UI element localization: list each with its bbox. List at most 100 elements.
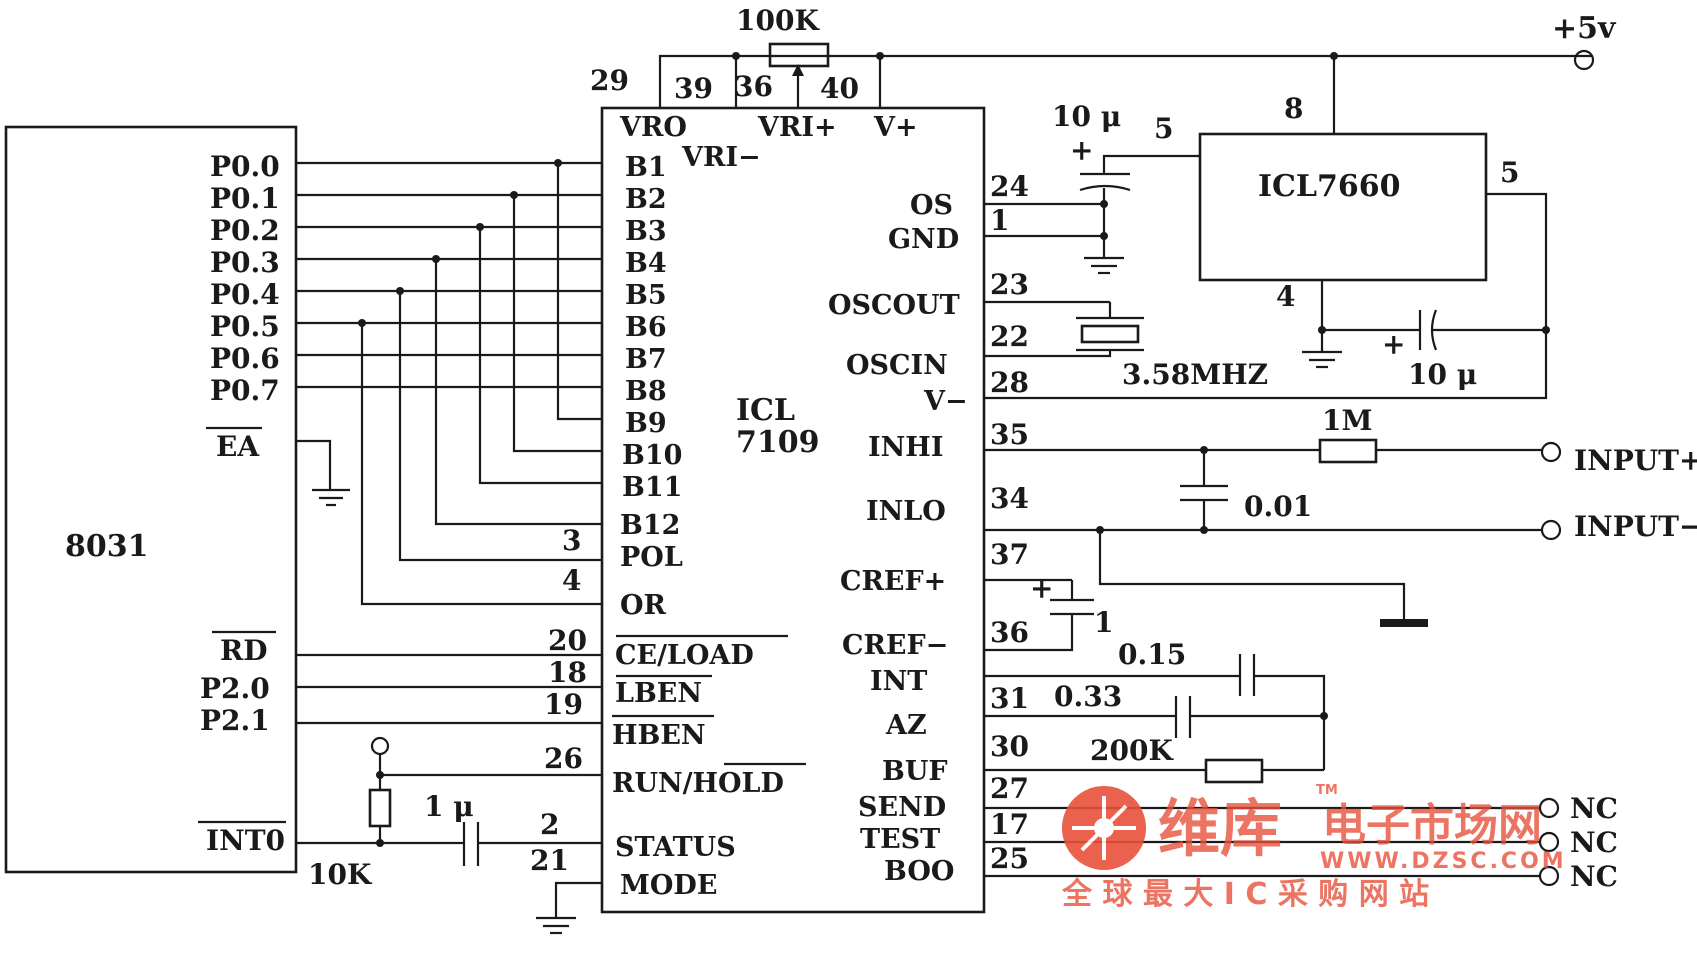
pin-num-17: 17 [990,808,1029,841]
input-plus-terminal[interactable] [1540,441,1562,463]
analog-ground-bar [1380,619,1428,627]
adc-pin-run-hold: RUN/HOLD [612,768,784,799]
mcu-pin-p20: P2.0 [200,672,270,705]
adc-pin-pol: POL [620,542,683,573]
cap-1u-label: 1 μ [424,790,474,823]
pin-num-28: 28 [990,366,1029,399]
mcu-pin-rd: RD [220,634,268,667]
adc-pin-b10: B10 [622,440,682,471]
adc-pin-vri-plus: VRI+ [757,112,837,143]
adc-pin-inlo: INLO [866,496,946,527]
pin-num-3: 3 [562,524,581,557]
mcu-pin-p06: P0.6 [210,342,280,375]
pot-wiper-arrow [792,64,804,76]
adc-pin-b4: B4 [625,248,667,279]
pin-num-31: 31 [990,682,1029,715]
mcu-label: 8031 [65,529,149,564]
adc-label-1: ICL [736,393,795,428]
adc-pin-b6: B6 [625,312,667,343]
adc-body [600,106,986,914]
watermark-slogan: 全 球 最 大 I C 采 购 网 站 [1061,877,1429,912]
icl7660-body [1198,132,1488,282]
mcu-pin-p02: P0.2 [210,214,280,247]
integrator-network: 0.15 0.33 31 200K 30 [984,638,1328,784]
cref-network: + 1 37 36 [984,538,1113,652]
mcu-body [4,125,298,874]
pin-num-26: 26 [544,742,583,775]
icl7660-label: ICL7660 [1258,169,1401,204]
adc-pin-test: TEST [860,824,940,855]
nc-terminal-2 [1538,831,1560,853]
svg-text:+: + [1030,572,1053,605]
cap-10u-right-label: 10 μ [1408,358,1477,391]
adc-pin-or: OR [620,590,667,621]
resistor-200k-label: 200K [1090,734,1174,767]
adc-pin-b5: B5 [625,280,667,311]
ea-ground-wire [296,439,332,490]
pin-num-2: 2 [540,808,559,841]
adc-pin-az: AZ [885,710,927,741]
adc-pin-b7: B7 [625,344,667,375]
adc-pin-lben: LBEN [615,678,702,709]
pin-num-19: 19 [544,688,583,721]
run-hold-terminal [370,736,390,756]
nc-label-3: NC [1570,860,1618,893]
pin-num-24: 24 [990,170,1029,203]
cap-10u-right-plus: + [1382,328,1405,361]
resistor-200k [1204,758,1264,784]
mcu-pin-p03: P0.3 [210,246,280,279]
control-lines: 20 18 19 26 10K 1 μ 2 21 [296,624,602,935]
resistor-10k-label: 10K [308,858,373,891]
crystal-body [1080,324,1140,344]
pin-num-25: 25 [990,842,1029,875]
pin-num-18: 18 [548,656,587,689]
pin-num-27: 27 [990,772,1029,805]
adc-pin-vplus: V+ [873,112,918,143]
vcc-label: +5v [1552,11,1617,46]
mcu-pin-p21: P2.1 [200,704,270,737]
adc-pin-status: STATUS [615,832,736,863]
adc-pin-ce-load: CE/LOAD [615,640,754,671]
icl7660-pin-4: 4 [1276,280,1295,313]
watermark-brand: 维库 [1158,792,1282,865]
crystal-3-58mhz: 3.58MHZ 23 22 [984,268,1268,391]
icl7660-pin-8: 8 [1284,92,1303,125]
nc-label-1: NC [1570,792,1618,825]
pot-label: 100K [736,4,820,37]
pin-num-4: 4 [562,564,581,597]
adc-pin-b9: B9 [625,408,667,439]
adc-pin-cref-minus: CREF− [842,630,948,661]
pin-num-36: 36 [990,616,1029,649]
cap-1-label: 1 [1094,606,1113,639]
adc-pin-b2: B2 [625,184,667,215]
mcu-pin-p00: P0.0 [210,150,280,183]
adc-pin-gnd: GND [888,224,959,255]
pin-num-35: 35 [990,418,1029,451]
adc-pin-inhi: INHI [868,432,943,463]
resistor-1m [1318,438,1378,464]
pin-num-36-top: 36 [734,70,773,103]
adc-label-2: 7109 [736,425,820,460]
pin-num-20: 20 [548,624,587,657]
watermark-tm: TM [1316,783,1338,798]
cap-0-15-label: 0.15 [1118,638,1186,671]
reference-network: 100K 29 39 36 40 +5v [590,4,1617,134]
adc-pin-vro: VRO [619,112,687,143]
adc-pin-b11: B11 [622,472,682,503]
input-minus-terminal[interactable] [1540,519,1562,541]
adc-pin-b3: B3 [625,216,667,247]
pin-num-23: 23 [990,268,1029,301]
input-network: 1M INPUT+ 35 0.01 INPUT− 34 [984,404,1697,627]
adc-pin-b1: B1 [625,152,667,183]
data-bus: 3 4 [296,159,602,606]
mcu-pin-p07: P0.7 [210,374,280,407]
adc-pin-oscout: OSCOUT [828,290,960,321]
adc-pin-vri-minus: VRI− [681,142,761,173]
adc-pin-b8: B8 [625,376,667,407]
mcu-pin-ea: EA [216,430,260,463]
pin-num-30: 30 [990,730,1029,763]
mcu-pin-p05: P0.5 [210,310,280,343]
input-plus-label: INPUT+ [1574,444,1697,477]
adc-pin-os: OS [910,190,953,221]
